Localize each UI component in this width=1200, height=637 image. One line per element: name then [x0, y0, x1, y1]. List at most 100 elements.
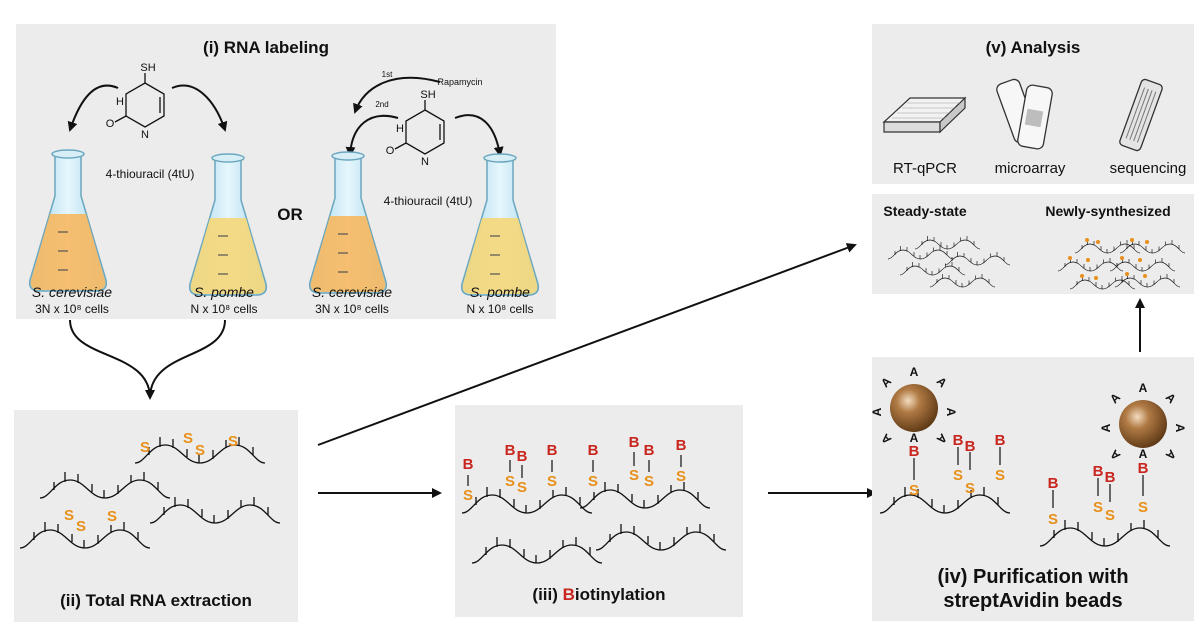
- rna-extraction-title: (ii) Total RNA extraction: [60, 591, 252, 610]
- thiol-label: S: [995, 467, 1005, 484]
- sequencing-flowcell-icon: [1119, 78, 1163, 152]
- thiol-label: S: [588, 473, 598, 490]
- nitrogen-atom-label: N: [141, 129, 149, 141]
- avidin-label: A: [1139, 381, 1148, 395]
- rna-types-panel: [872, 194, 1194, 294]
- merge-arrow-left: [69, 319, 151, 399]
- biotin-label: B: [1093, 463, 1104, 480]
- biotin-label: B: [644, 442, 655, 459]
- streptavidin-bead-1: [890, 384, 938, 432]
- thiol-label: S: [463, 487, 473, 504]
- thiol-group-label: SH: [140, 62, 155, 74]
- biotin-label: B: [953, 432, 964, 449]
- streptavidin-bead-2: [1119, 400, 1167, 448]
- rapamycin-label: Rapamycin: [437, 77, 482, 87]
- labeling-arrow-right-2: [454, 114, 504, 157]
- cell-count-1: 3N x 10⁸ cells: [35, 302, 109, 316]
- thiouracil-structure-right: SH O N H: [386, 89, 445, 168]
- biotin-label: B: [463, 456, 474, 473]
- biotin-links-purification: [913, 447, 1144, 508]
- biotin-label: B: [588, 442, 599, 459]
- biotin-labels-biotinylation: B B B B B B B B: [463, 434, 687, 473]
- thiol-labels-biotinylation: S S S S S S S S: [463, 467, 686, 504]
- thiol-labels-purification: S S S S S S S S: [909, 467, 1148, 528]
- thiol-group-label-2: SH: [420, 89, 435, 101]
- microarray-icon: [996, 78, 1053, 150]
- rna-labeling-title: (i) RNA labeling: [203, 38, 329, 57]
- biotinylation-title-rest: iotinylation: [575, 585, 666, 604]
- cell-count-3: 3N x 10⁸ cells: [315, 302, 389, 316]
- biotin-labels-purification: B B B B B B B B: [909, 432, 1149, 492]
- thiol-label: S: [1093, 499, 1103, 516]
- biotin-label: B: [1138, 460, 1149, 477]
- thiouracil-structure-left: SH O N H: [106, 62, 165, 141]
- avidin-label: A: [910, 431, 919, 445]
- biotin-label: B: [1105, 469, 1116, 486]
- oxygen-atom-label: O: [106, 118, 115, 130]
- analysis-title: (v) Analysis: [986, 38, 1081, 57]
- labeling-arrow-left-2: [171, 84, 228, 132]
- nitrogen-atom-label-4: H: [396, 123, 404, 135]
- newly-synthesized-label: Newly-synthesized: [1045, 203, 1170, 219]
- nitrogen-atom-label-3: N: [421, 156, 429, 168]
- biotin-label: B: [547, 442, 558, 459]
- biotin-label: B: [505, 442, 516, 459]
- or-label: OR: [277, 205, 303, 224]
- thiol-label: S: [1105, 507, 1115, 524]
- avidin-label: A: [1139, 447, 1148, 461]
- compound-label-left: 4-thiouracil (4tU): [106, 167, 195, 181]
- avidin-label: A: [910, 365, 919, 379]
- thiol-label: S: [517, 479, 527, 496]
- oxygen-atom-label-2: O: [386, 145, 395, 157]
- thiol-label: S: [629, 467, 639, 484]
- avidin-label: A: [1099, 423, 1113, 432]
- biotinylation-title: (iii) Biotinylation: [532, 585, 665, 604]
- thiol-label: S: [547, 473, 557, 490]
- biotinylation-panel: [455, 405, 743, 617]
- method-label-2: microarray: [995, 160, 1066, 177]
- thiol-label: S: [676, 468, 686, 485]
- avidin-label: A: [870, 407, 884, 416]
- biotin-label: B: [629, 434, 640, 451]
- step-1-label: 1st: [382, 70, 393, 79]
- rapamycin-arrow: [353, 76, 441, 114]
- thiol-label: S: [644, 473, 654, 490]
- thiol-label: S: [505, 473, 515, 490]
- avidin-label: A: [944, 408, 958, 417]
- thiol-label: S: [1048, 511, 1058, 528]
- newly-synthesized-label-dots: [1068, 238, 1149, 280]
- biotin-label: B: [1048, 475, 1059, 492]
- method-label-3: sequencing: [1110, 160, 1187, 177]
- biotin-label: B: [676, 437, 687, 454]
- species-label-4: S. pombe: [470, 284, 530, 300]
- purification-title-line2: streptAvidin beads: [943, 590, 1122, 612]
- rna-extraction-panel: [14, 410, 298, 622]
- thiol-label: S: [195, 442, 205, 459]
- qpcr-plate-icon: [882, 96, 967, 134]
- thiol-label: S: [183, 430, 193, 447]
- thiol-label: S: [953, 467, 963, 484]
- labeling-arrow-left-1: [67, 84, 119, 132]
- avidin-label: A: [1173, 424, 1187, 433]
- merge-arrow-right: [145, 319, 226, 400]
- species-label-1: S. cerevisiae: [32, 284, 112, 300]
- thiol-label: S: [76, 518, 86, 535]
- thiol-label: S: [965, 480, 975, 497]
- arrow-to-steady-state: [317, 243, 857, 446]
- thiol-label: S: [228, 433, 238, 450]
- biotinylation-title-prefix: (iii): [532, 585, 562, 604]
- biotin-links: [467, 452, 682, 486]
- thiol-label: S: [1138, 499, 1148, 516]
- species-label-3: S. cerevisiae: [312, 284, 392, 300]
- nitrogen-atom-label-2: H: [116, 96, 124, 108]
- steady-state-label: Steady-state: [883, 203, 966, 219]
- thiol-labels-extraction: S S S S S S S: [64, 430, 238, 535]
- biotin-label: B: [517, 448, 528, 465]
- thiol-label: S: [140, 439, 150, 456]
- biotin-label: B: [995, 432, 1006, 449]
- thiol-label: S: [64, 507, 74, 524]
- thiol-label: S: [909, 482, 919, 499]
- biotin-label: B: [909, 443, 920, 460]
- compound-label-right: 4-thiouracil (4tU): [384, 194, 473, 208]
